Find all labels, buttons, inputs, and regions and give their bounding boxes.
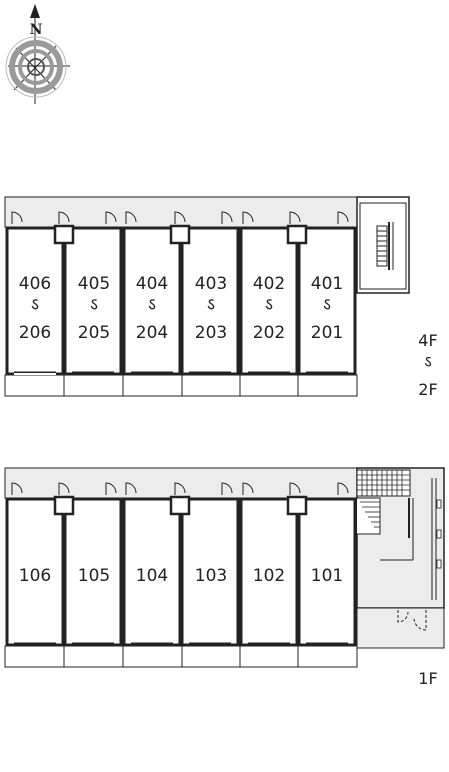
floor-label-sep: ऽ xyxy=(424,352,431,371)
door-swing-icon xyxy=(11,211,349,224)
unit-104: 104 xyxy=(122,497,182,647)
unit-number-lower: 206 xyxy=(19,323,51,343)
unit-403-203: 403 ऽ 203 xyxy=(180,226,240,376)
unit-range-sep: ऽ xyxy=(323,295,331,315)
unit-number-upper: 402 xyxy=(253,274,285,294)
compass-rose-icon xyxy=(5,4,70,104)
unit-number: 105 xyxy=(78,566,110,586)
floor-label-4f: 4F xyxy=(418,331,437,350)
floor-label-2f: 2F xyxy=(418,380,437,399)
unit-number-lower: 201 xyxy=(311,323,343,343)
unit-number-upper: 403 xyxy=(195,274,227,294)
unit-number-upper: 405 xyxy=(78,274,110,294)
unit-number: 102 xyxy=(253,566,285,586)
upper-stairs-icon xyxy=(376,222,394,270)
unit-number-upper: 401 xyxy=(311,274,343,294)
entrance-door-icon xyxy=(397,610,427,631)
meter-box xyxy=(286,495,308,516)
unit-106: 106 xyxy=(5,497,65,647)
unit-range-sep: ऽ xyxy=(90,295,98,315)
upper-corridor xyxy=(4,196,358,228)
ground-corridor xyxy=(4,467,358,499)
floor-label-1f: 1F xyxy=(418,669,437,688)
unit-number: 106 xyxy=(19,566,51,586)
meter-box xyxy=(286,224,308,245)
unit-number: 103 xyxy=(195,566,227,586)
unit-105: 105 xyxy=(63,497,123,647)
unit-101: 101 xyxy=(297,497,357,647)
meter-box xyxy=(53,495,75,516)
unit-number-lower: 203 xyxy=(195,323,227,343)
unit-number: 101 xyxy=(311,566,343,586)
door-swing-icon xyxy=(11,482,349,495)
upper-floor-plan: 406 ऽ 206 405 ऽ 205 404 ऽ 204 403 ऽ 203 xyxy=(4,196,438,399)
ground-floor-plan: 106 105 104 103 102 101 xyxy=(4,467,445,688)
unit-number-lower: 205 xyxy=(78,323,110,343)
unit-number-lower: 204 xyxy=(136,323,168,343)
unit-range-sep: ऽ xyxy=(265,295,273,315)
unit-range-sep: ऽ xyxy=(148,295,156,315)
north-label: N xyxy=(30,22,43,38)
unit-401-201: 401 ऽ 201 xyxy=(297,226,357,376)
unit-404-204: 404 ऽ 204 xyxy=(122,226,182,376)
unit-number-lower: 202 xyxy=(253,323,285,343)
unit-405-205: 405 ऽ 205 xyxy=(63,226,123,376)
unit-number: 104 xyxy=(136,566,168,586)
meter-box xyxy=(169,224,191,245)
upper-balcony-strip xyxy=(4,374,358,397)
unit-range-sep: ऽ xyxy=(207,295,215,315)
unit-406-206: 406 ऽ 206 xyxy=(5,226,65,376)
meter-box xyxy=(53,224,75,245)
unit-number-upper: 406 xyxy=(19,274,51,294)
ground-entrance-hall xyxy=(356,607,445,649)
meter-box xyxy=(169,495,191,516)
upper-stair-inner xyxy=(359,202,407,290)
unit-103: 103 xyxy=(180,497,240,647)
unit-402-202: 402 ऽ 202 xyxy=(239,226,299,376)
unit-102: 102 xyxy=(239,497,299,647)
ground-balcony-strip xyxy=(4,645,358,668)
unit-number-upper: 404 xyxy=(136,274,168,294)
ground-stairs-icon xyxy=(356,469,442,600)
compass: N xyxy=(5,4,70,104)
unit-range-sep: ऽ xyxy=(31,295,39,315)
